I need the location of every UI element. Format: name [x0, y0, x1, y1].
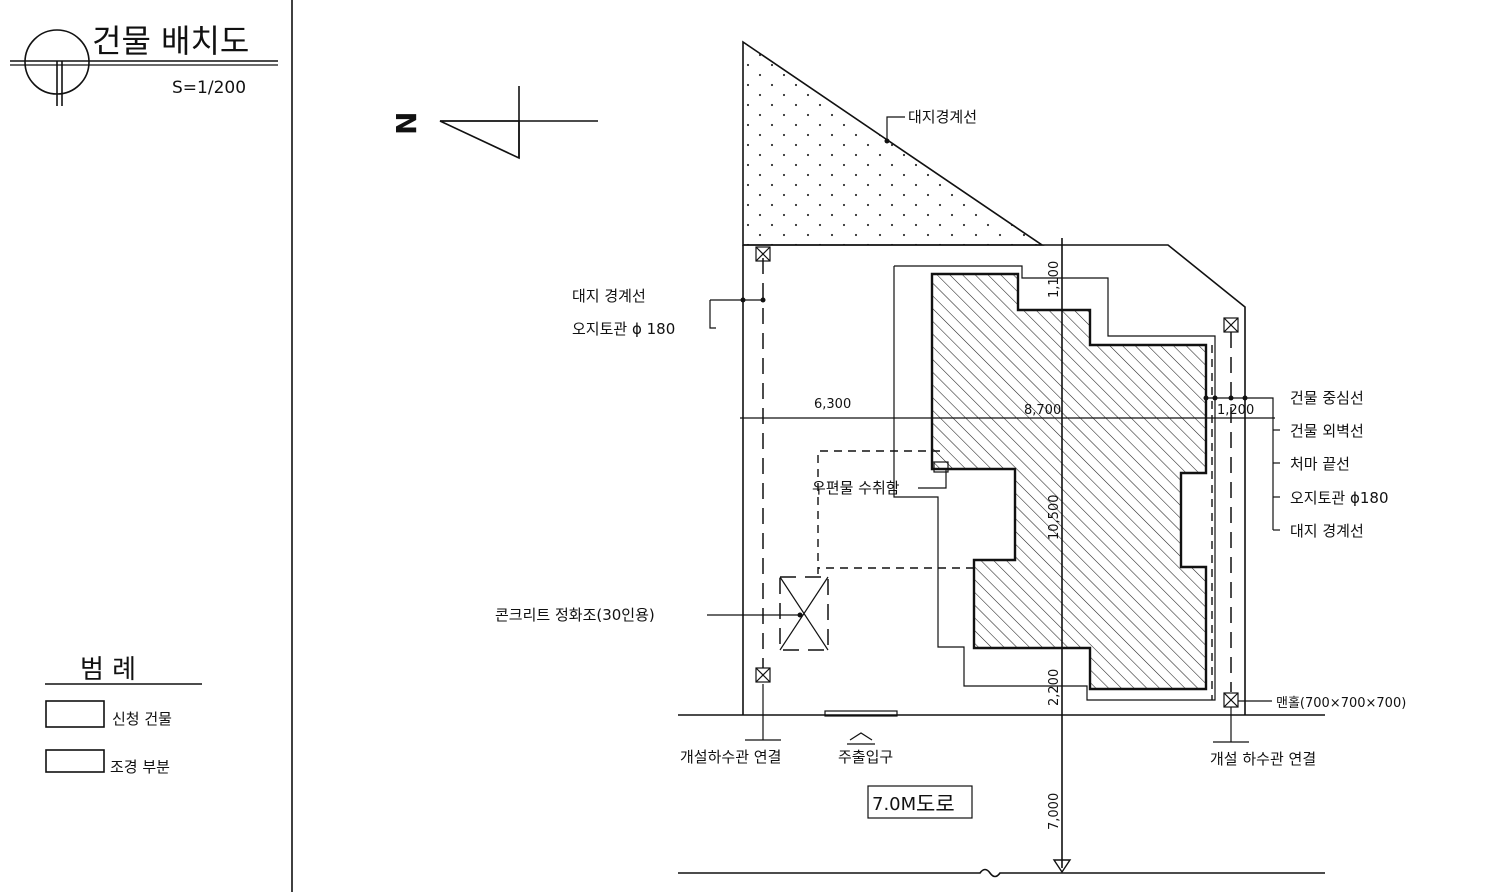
label-boundary-right: 대지 경계선: [1290, 522, 1364, 540]
label-sewer-conn-left: 개설하수관 연결: [680, 748, 781, 766]
label-septic: 콘크리트 정화조(30인용): [495, 606, 655, 624]
label-mailbox: 우편물 수취함: [812, 479, 900, 497]
dim-bottom: 2,200: [1047, 669, 1062, 706]
legend-heading: 범 례: [80, 655, 136, 685]
leader-right-dot-3: [1228, 395, 1234, 401]
label-sewer-right: 오지토관 ϕ180: [1290, 489, 1389, 507]
road-label-box: [867, 785, 973, 819]
label-main-entrance: 주출입구: [838, 748, 893, 766]
site-boundary-top-right: [743, 244, 1246, 715]
road-edge-bottom: [678, 868, 1325, 878]
leader-right-dot-4: [1242, 395, 1248, 401]
drawing-title: 건물 배치도: [92, 22, 249, 60]
legend-swatch-building: [45, 700, 105, 728]
septic-tank: [779, 576, 829, 651]
label-eaves: 처마 끝선: [1290, 455, 1350, 473]
leader-septic-dot: [797, 612, 803, 618]
north-arrow-head: [439, 120, 520, 160]
leader-sewer-left: [709, 300, 716, 329]
legend: 범 례 신청 건물 조경 부분: [45, 655, 202, 776]
label-sewer-left: 오지토관 ϕ 180: [572, 320, 675, 338]
legend-label-building: 신청 건물: [112, 710, 172, 728]
manhole-right-bottom: [1223, 692, 1239, 708]
dim-height: 10,500: [1047, 495, 1062, 541]
entrance-gate: [824, 710, 898, 717]
mailbox-symbol: [933, 461, 949, 473]
road-label: 도로: [916, 792, 955, 816]
manhole-left-top: [755, 246, 771, 262]
dim-top: 1,100: [1047, 261, 1062, 298]
north-arrow: N: [390, 86, 598, 160]
north-letter: N: [390, 112, 423, 135]
manhole-left-bottom: [755, 667, 771, 683]
leader-boundary-top: [886, 116, 905, 141]
leader-right-dot-1: [1203, 395, 1209, 401]
label-manhole: 맨홀(700×700×700): [1276, 696, 1406, 711]
leader-sewer-left-dot: [760, 297, 766, 303]
leader-mailbox: [918, 468, 947, 489]
leader-boundary-top-dot: [884, 138, 890, 144]
drain-line-upper: [817, 450, 940, 574]
leader-right-bundle: [1206, 397, 1274, 530]
label-sewer-conn-right: 개설 하수관 연결: [1210, 750, 1316, 768]
title-block: 건물 배치도 S=1/200: [10, 22, 278, 106]
drawing-scale: S=1/200: [172, 78, 246, 98]
dim-road: 7,000: [1047, 793, 1062, 830]
leader-boundary-left-dot: [740, 297, 746, 303]
manhole-right-top: [1223, 317, 1239, 333]
eaves-line: [893, 265, 1216, 701]
leader-right-dot-2: [1212, 395, 1218, 401]
legend-swatch-landscape: [45, 749, 105, 773]
label-boundary-top: 대지경계선: [908, 108, 977, 126]
entrance-arrow: [849, 732, 873, 741]
building-footprint: [930, 272, 1208, 691]
label-building-center: 건물 중심선: [1290, 389, 1364, 407]
label-boundary-left: 대지 경계선: [572, 287, 646, 305]
legend-label-landscape: 조경 부분: [110, 758, 170, 776]
label-building-wall: 건물 외벽선: [1290, 422, 1364, 440]
road-width-label: 7.0M: [872, 794, 916, 815]
dim-left: 6,300: [814, 397, 851, 412]
dim-right: 1,200: [1217, 403, 1254, 418]
dim-width: 8,700: [1024, 403, 1061, 418]
landscape-area: [742, 40, 1045, 246]
road-dimension-arrow: [1052, 859, 1072, 874]
